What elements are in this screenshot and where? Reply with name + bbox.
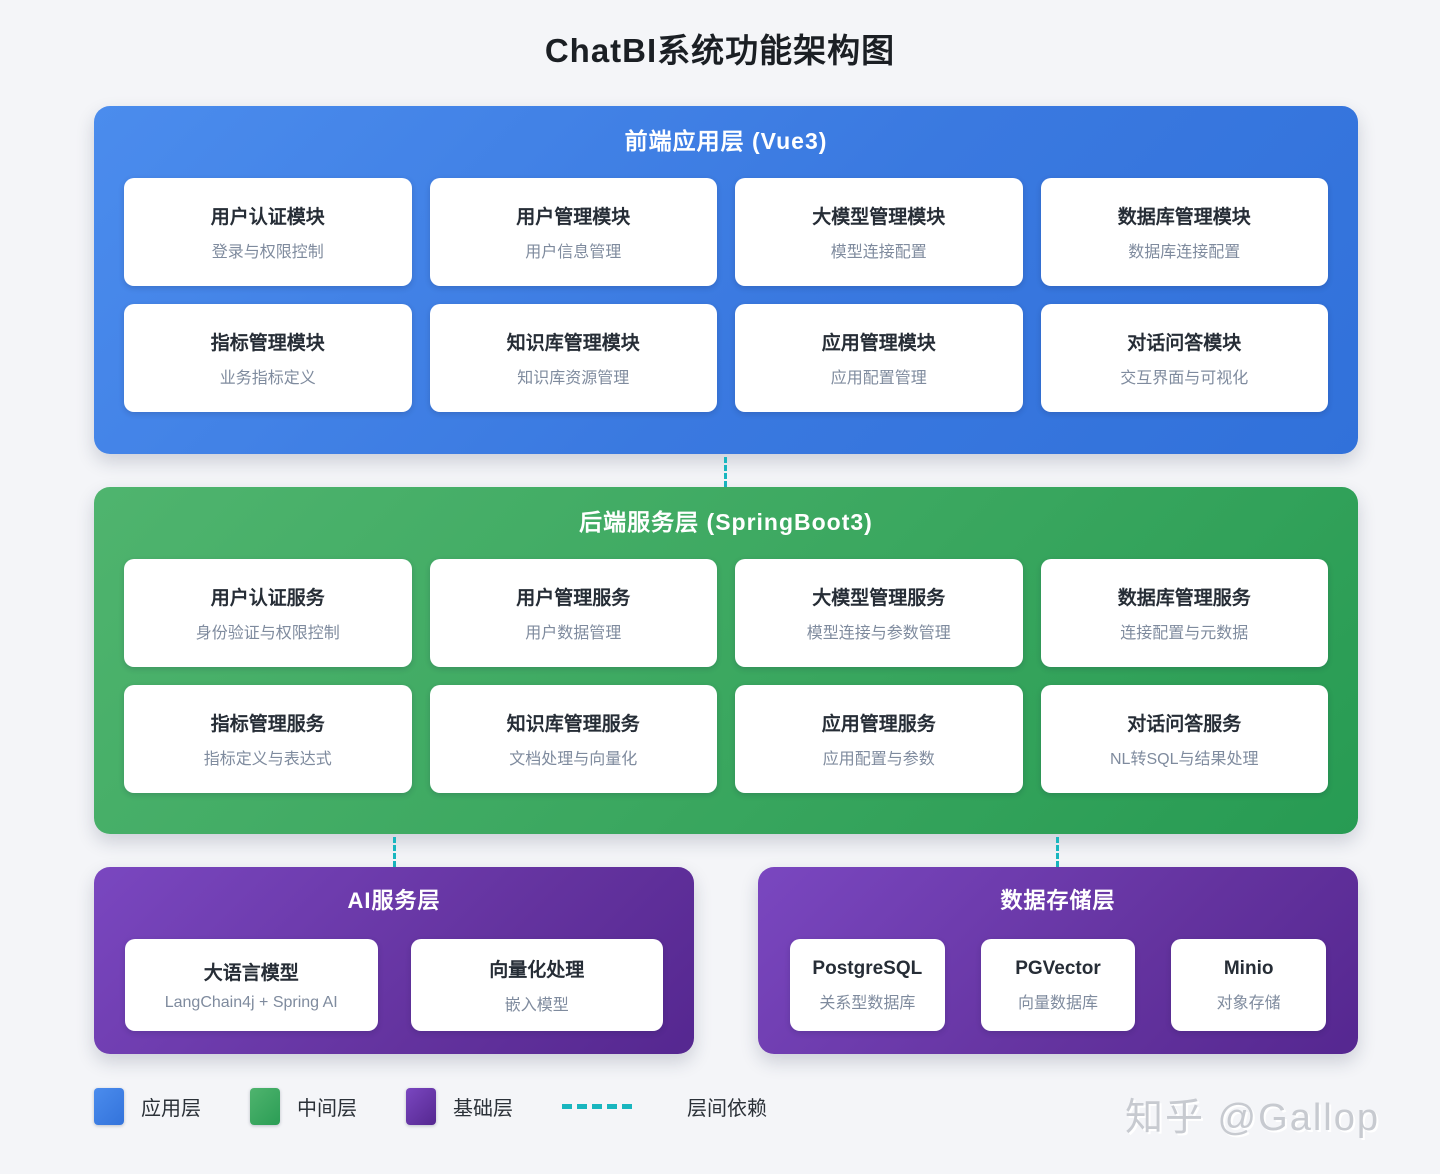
card-title: PGVector	[1015, 957, 1101, 979]
module-card-kb-mgmt: 知识库管理模块 知识库资源管理	[429, 304, 717, 412]
card-subtitle: 模型连接与参数管理	[806, 625, 951, 642]
ai-card-vectorize: 向量化处理 嵌入模型	[410, 939, 663, 1031]
card-subtitle: 身份验证与权限控制	[195, 625, 340, 642]
card-title: PostgreSQL	[812, 957, 923, 979]
ai-card-grid: 大语言模型 LangChain4j + Spring AI 向量化处理 嵌入模型	[94, 939, 694, 1031]
module-card-app-mgmt: 应用管理模块 应用配置管理	[735, 304, 1023, 412]
card-subtitle: 应用配置与参数	[822, 751, 935, 768]
card-title: 大模型管理服务	[812, 588, 946, 609]
ai-card-llm: 大语言模型 LangChain4j + Spring AI	[125, 939, 378, 1031]
card-title: 用户管理模块	[516, 207, 631, 228]
card-title: 用户认证服务	[210, 588, 325, 609]
service-card-app-mgmt: 应用管理服务 应用配置与参数	[735, 685, 1023, 793]
card-title: 指标管理模块	[210, 333, 325, 354]
layer-frontend: 前端应用层 (Vue3) 用户认证模块 登录与权限控制 用户管理模块 用户信息管…	[94, 106, 1358, 454]
card-title: 对话问答模块	[1127, 333, 1242, 354]
card-title: 对话问答服务	[1127, 714, 1242, 735]
layer-backend: 后端服务层 (SpringBoot3) 用户认证服务 身份验证与权限控制 用户管…	[94, 487, 1358, 834]
layer-frontend-title: 前端应用层 (Vue3)	[624, 128, 828, 154]
service-card-llm-mgmt: 大模型管理服务 模型连接与参数管理	[735, 559, 1023, 667]
card-title: 数据库管理服务	[1117, 588, 1251, 609]
legend-label-dependency: 层间依赖	[687, 1098, 767, 1120]
card-subtitle: 嵌入模型	[504, 997, 569, 1014]
service-card-metric-mgmt: 指标管理服务 指标定义与表达式	[124, 685, 412, 793]
module-card-user-mgmt: 用户管理模块 用户信息管理	[429, 178, 717, 286]
layer-storage-title: 数据存储层	[1000, 888, 1116, 913]
layer-ai-title: AI服务层	[347, 888, 441, 913]
connector-frontend-backend	[724, 457, 727, 487]
service-card-kb-mgmt: 知识库管理服务 文档处理与向量化	[429, 685, 717, 793]
card-subtitle: 关系型数据库	[819, 994, 916, 1012]
storage-card-pgvector: PGVector 向量数据库	[980, 939, 1136, 1031]
service-card-user-auth: 用户认证服务 身份验证与权限控制	[124, 559, 412, 667]
service-card-user-mgmt: 用户管理服务 用户数据管理	[429, 559, 717, 667]
legend-dashed-line	[562, 1104, 632, 1109]
storage-card-grid: PostgreSQL 关系型数据库 PGVector 向量数据库 Minio 对…	[758, 939, 1358, 1031]
legend-swatch-base-layer	[406, 1088, 436, 1125]
card-title: 用户管理服务	[516, 588, 631, 609]
storage-card-postgresql: PostgreSQL 关系型数据库	[790, 939, 945, 1031]
connector-backend-storage	[1056, 837, 1059, 867]
card-subtitle: 向量数据库	[1017, 994, 1098, 1012]
card-title: 知识库管理模块	[506, 333, 640, 354]
card-subtitle: 用户数据管理	[525, 625, 622, 642]
card-title: 指标管理服务	[210, 714, 325, 735]
card-title: 知识库管理服务	[506, 714, 640, 735]
legend: 应用层 中间层 基础层 层间依赖	[94, 1088, 816, 1125]
module-card-metric-mgmt: 指标管理模块 业务指标定义	[124, 304, 412, 412]
card-subtitle: 指标定义与表达式	[203, 751, 332, 768]
module-card-user-auth: 用户认证模块 登录与权限控制	[124, 178, 412, 286]
page-title: ChatBI系统功能架构图	[544, 32, 896, 69]
card-subtitle: 知识库资源管理	[517, 370, 630, 387]
card-subtitle: 连接配置与元数据	[1120, 625, 1249, 642]
card-title: 向量化处理	[489, 960, 585, 981]
card-title: 应用管理服务	[821, 714, 936, 735]
layer-backend-title: 后端服务层 (SpringBoot3)	[579, 509, 873, 535]
legend-label-app-layer: 应用层	[141, 1098, 201, 1120]
connector-backend-ai	[393, 837, 396, 867]
layer-ai: AI服务层 大语言模型 LangChain4j + Spring AI 向量化处…	[94, 867, 694, 1054]
card-subtitle: 业务指标定义	[219, 370, 316, 387]
frontend-card-grid: 用户认证模块 登录与权限控制 用户管理模块 用户信息管理 大模型管理模块 模型连…	[94, 178, 1358, 412]
module-card-chat-qa: 对话问答模块 交互界面与可视化	[1040, 304, 1328, 412]
card-title: 大模型管理模块	[812, 207, 946, 228]
layer-storage: 数据存储层 PostgreSQL 关系型数据库 PGVector 向量数据库 M…	[758, 867, 1358, 1054]
card-subtitle: 用户信息管理	[525, 244, 622, 261]
card-title: 数据库管理模块	[1117, 207, 1251, 228]
card-title: 应用管理模块	[821, 333, 936, 354]
card-subtitle: 登录与权限控制	[211, 244, 324, 261]
card-subtitle: 交互界面与可视化	[1120, 370, 1249, 387]
card-subtitle: 对象存储	[1216, 994, 1281, 1012]
card-subtitle: NL转SQL与结果处理	[1110, 751, 1259, 768]
legend-swatch-middle-layer	[250, 1088, 280, 1125]
card-title: 大语言模型	[203, 963, 299, 984]
module-card-db-mgmt: 数据库管理模块 数据库连接配置	[1040, 178, 1328, 286]
module-card-llm-mgmt: 大模型管理模块 模型连接配置	[735, 178, 1023, 286]
card-title: 用户认证模块	[210, 207, 325, 228]
legend-label-base-layer: 基础层	[453, 1098, 513, 1120]
watermark: 知乎 @Gallop	[1125, 1097, 1380, 1139]
card-subtitle: 文档处理与向量化	[509, 751, 638, 768]
card-subtitle: 应用配置管理	[830, 370, 927, 387]
card-subtitle: 模型连接配置	[830, 244, 927, 261]
card-title: Minio	[1223, 957, 1274, 979]
card-subtitle: 数据库连接配置	[1128, 244, 1241, 261]
storage-card-minio: Minio 对象存储	[1171, 939, 1326, 1031]
card-subtitle: LangChain4j + Spring AI	[164, 994, 338, 1011]
legend-swatch-app-layer	[94, 1088, 124, 1125]
service-card-db-mgmt: 数据库管理服务 连接配置与元数据	[1040, 559, 1328, 667]
legend-label-middle-layer: 中间层	[297, 1098, 357, 1120]
service-card-chat-qa: 对话问答服务 NL转SQL与结果处理	[1040, 685, 1328, 793]
backend-card-grid: 用户认证服务 身份验证与权限控制 用户管理服务 用户数据管理 大模型管理服务 模…	[94, 559, 1358, 793]
